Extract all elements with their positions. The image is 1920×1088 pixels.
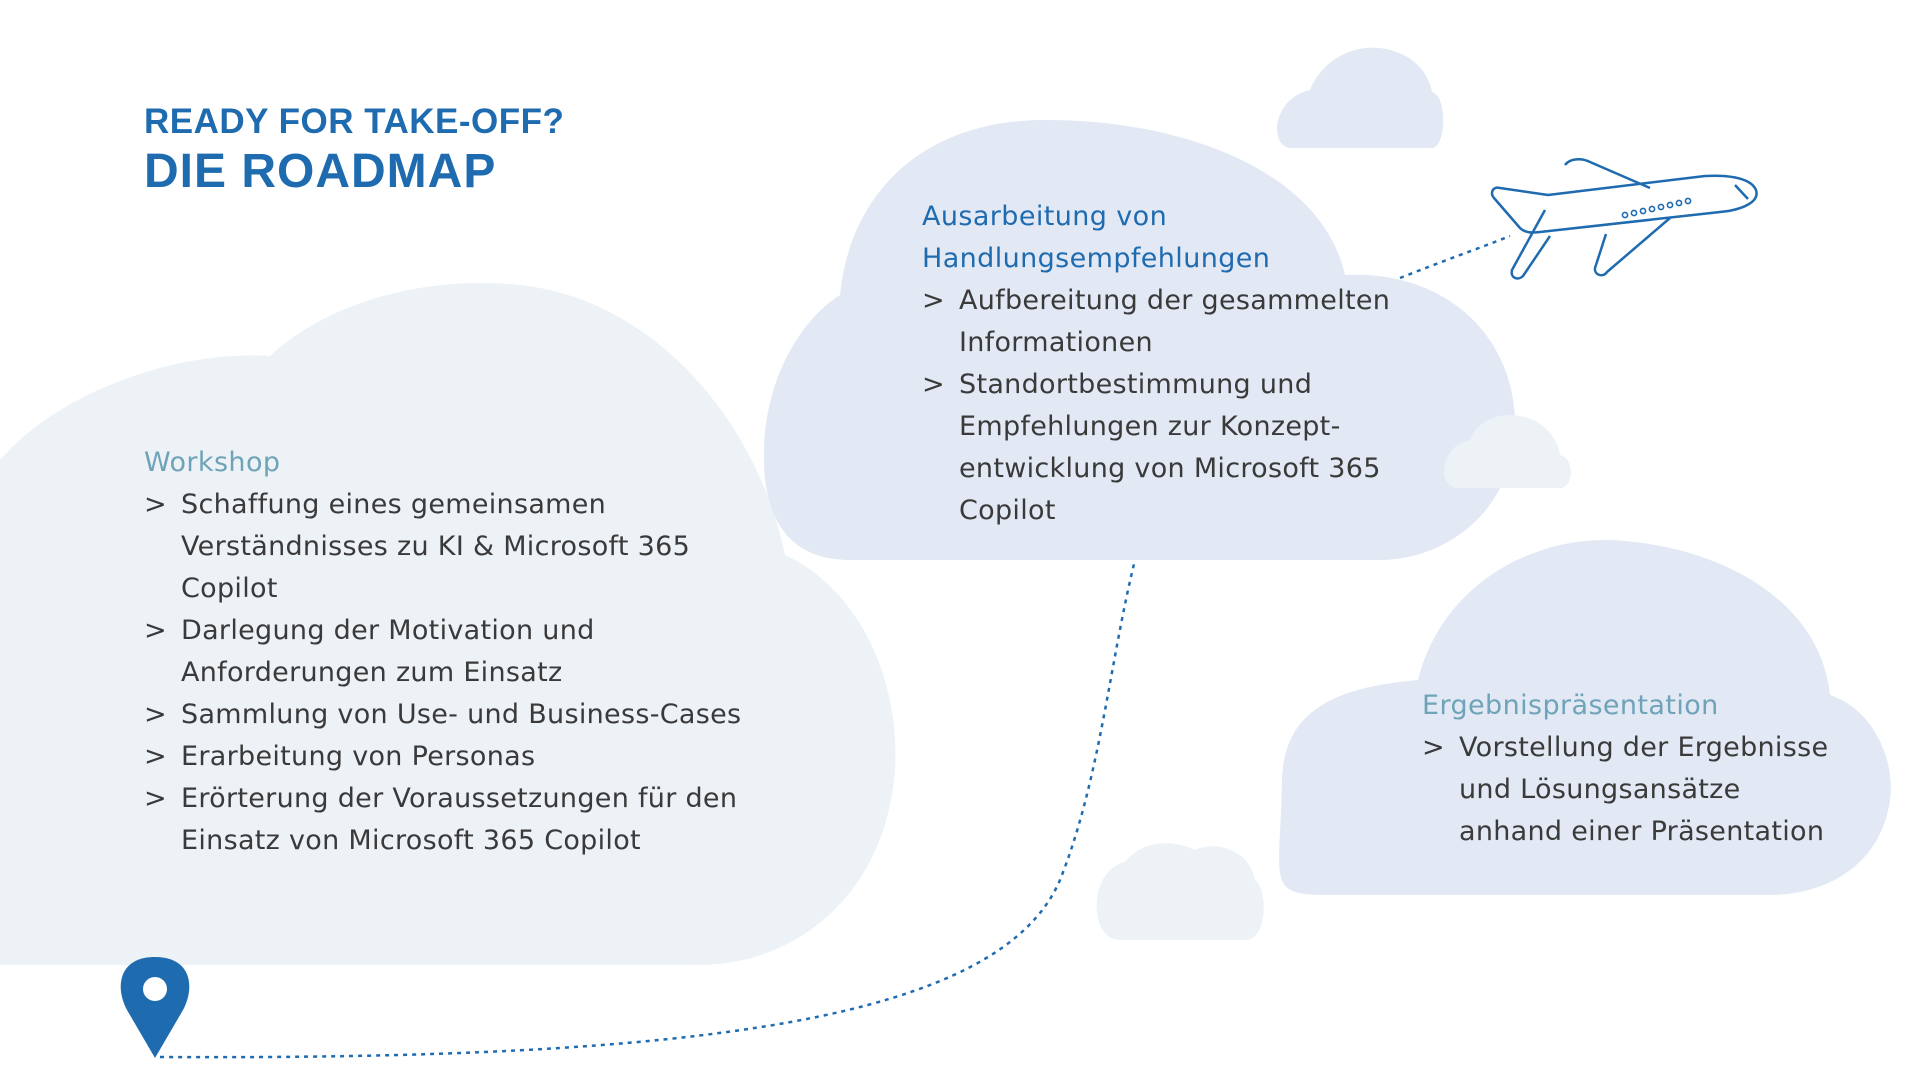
ergebnis-cloud	[1279, 539, 1891, 895]
list-item: > Vorstellung der Ergebnisse und Lösungsa…	[1422, 727, 1842, 853]
list-item: > Sammlung von Use- und Business-Cases	[144, 694, 744, 736]
list-item-text: Standortbestimmung und Empfehlungen zur …	[959, 369, 1381, 526]
list-item-text: Aufbereitung der gesammelten Information…	[959, 285, 1391, 358]
bullet-marker: >	[922, 285, 945, 316]
header-kicker: READY FOR TAKE-OFF?	[144, 102, 565, 141]
list-item: > Schaffung eines gemeinsamen Verständnis…	[144, 484, 744, 610]
bullet-marker: >	[922, 369, 945, 400]
list-item: > Erarbeitung von Personas	[144, 736, 744, 778]
list-item: > Darlegung der Motivation und Anforderun…	[144, 610, 744, 694]
step-item-list: > Vorstellung der Ergebnisse und Lösungsa…	[1422, 727, 1842, 853]
bullet-marker: >	[144, 699, 167, 730]
step-title: Ergebnispräsentation	[1422, 690, 1719, 721]
step-item-list: > Schaffung eines gemeinsamen Verständnis…	[144, 484, 744, 862]
location-pin-icon	[120, 957, 190, 1058]
list-item: > Erörterung der Voraussetzungen für den …	[144, 778, 744, 862]
page-title: DIE ROADMAP	[144, 145, 497, 198]
workshop-cloud	[0, 282, 896, 965]
route-line	[159, 559, 1137, 1059]
list-item-text: Vorstellung der Ergebnisse und Lösungsan…	[1459, 732, 1829, 847]
list-item-text: Darlegung der Motivation und Anforderung…	[181, 615, 595, 688]
bullet-marker: >	[144, 741, 167, 772]
step-item-list: > Aufbereitung der gesammelten Informatio…	[922, 280, 1422, 532]
bullet-marker: >	[144, 615, 167, 646]
airplane-icon	[1490, 158, 1758, 280]
ausarbeitung-cloud	[763, 119, 1516, 560]
airplane-windows	[1621, 197, 1692, 219]
step-title: Workshop	[144, 447, 281, 478]
small-cloud-top	[1277, 47, 1444, 148]
list-item: > Standortbestimmung und Empfehlungen zur…	[922, 364, 1422, 532]
bullet-marker: >	[144, 489, 167, 520]
bullet-marker: >	[144, 783, 167, 814]
step-workshop: Workshop > Schaffung eines gemeinsamen Ve…	[144, 442, 744, 862]
list-item-text: Erarbeitung von Personas	[181, 741, 536, 772]
step-title: Ausarbeitung von Handlungsempfehlungen	[922, 201, 1271, 274]
list-item: > Aufbereitung der gesammelten Informatio…	[922, 280, 1422, 364]
small-cloud-mid	[1444, 415, 1571, 488]
list-item-text: Sammlung von Use- und Business-Cases	[181, 699, 742, 730]
bullet-marker: >	[1422, 732, 1445, 763]
page-header: READY FOR TAKE-OFF? DIE ROADMAP	[144, 100, 564, 200]
list-item-text: Schaffung eines gemeinsamen Verständniss…	[181, 489, 691, 604]
small-cloud-bottom	[1096, 843, 1264, 940]
step-ausarbeitung: Ausarbeitung von Handlungsempfehlungen >…	[922, 196, 1422, 532]
step-ergebnis: Ergebnispräsentation > Vorstellung der Er…	[1422, 685, 1842, 853]
list-item-text: Erörterung der Voraussetzungen für den E…	[181, 783, 738, 856]
